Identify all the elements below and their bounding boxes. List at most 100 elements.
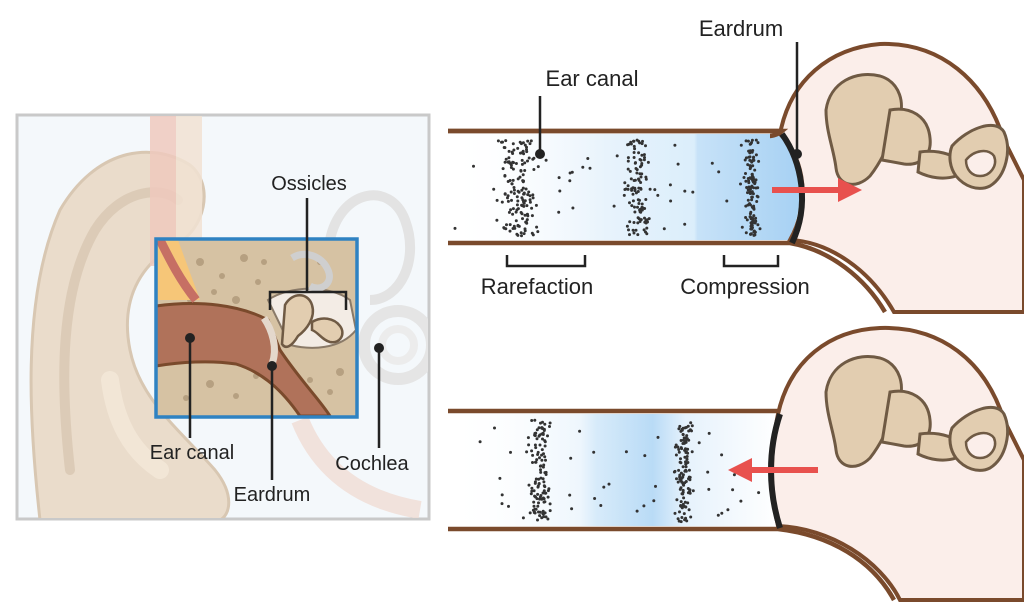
air-particle: [628, 201, 631, 205]
air-particle: [535, 437, 539, 441]
air-particle: [511, 212, 515, 216]
air-particle: [520, 234, 523, 238]
air-particle: [507, 156, 511, 160]
bottom-air-particles: [478, 418, 761, 524]
air-particle: [636, 216, 640, 220]
air-particle: [599, 504, 603, 507]
top-arrow-right-icon: [772, 178, 862, 202]
label-inset-ear-canal: Ear canal: [150, 442, 235, 464]
inset-ossicles: [280, 294, 315, 348]
air-particle: [557, 176, 561, 180]
air-particle: [507, 504, 510, 508]
air-particle: [536, 165, 540, 169]
air-particle: [592, 450, 596, 454]
air-particle: [536, 453, 540, 456]
air-particle: [690, 424, 694, 428]
air-particle: [684, 505, 688, 509]
air-particle: [546, 489, 550, 493]
air-particle: [633, 205, 636, 209]
bottom-arrow-left-icon: [728, 458, 818, 482]
air-particle: [521, 217, 524, 221]
air-particle: [500, 502, 504, 506]
air-particle: [517, 190, 521, 194]
air-particle: [751, 164, 755, 168]
air-particle: [519, 231, 523, 235]
air-particle: [686, 424, 690, 428]
air-particle: [644, 175, 648, 179]
ear-anatomy-inset: Ossicles Ear canal Eardrum Cochlea: [15, 113, 431, 521]
air-particle: [640, 153, 644, 157]
air-particle: [612, 204, 616, 208]
air-particle: [745, 186, 749, 189]
bottom-canal-air: [448, 414, 778, 526]
air-particle: [645, 226, 649, 230]
air-particle: [687, 468, 691, 472]
air-particle: [540, 453, 544, 457]
air-particle: [506, 199, 510, 203]
air-particle: [680, 492, 684, 496]
air-particle: [642, 153, 646, 157]
air-particle: [522, 204, 526, 208]
air-particle: [543, 422, 547, 426]
air-particle: [632, 139, 635, 143]
air-particle: [632, 179, 636, 182]
air-particle: [510, 198, 513, 202]
air-particle: [639, 181, 643, 184]
air-particle: [752, 156, 755, 160]
air-particle: [749, 142, 753, 146]
air-particle: [632, 151, 636, 154]
air-particle: [750, 195, 754, 199]
air-particle: [515, 195, 519, 199]
compression-bracket: [722, 255, 780, 268]
air-particle: [542, 463, 546, 467]
air-particle: [676, 480, 680, 484]
air-particle: [691, 489, 695, 493]
air-particle: [679, 504, 683, 507]
air-particle: [557, 210, 561, 214]
air-particle: [527, 443, 531, 447]
air-particle: [538, 464, 542, 468]
air-particle: [668, 183, 672, 187]
air-particle: [677, 448, 681, 451]
air-particle: [648, 187, 652, 191]
air-particle: [535, 458, 539, 462]
air-particle: [516, 223, 520, 227]
air-particle: [515, 203, 519, 207]
air-particle: [688, 478, 692, 482]
air-particle: [642, 504, 646, 508]
air-particle: [520, 188, 524, 192]
air-particle: [514, 162, 518, 165]
air-particle: [687, 429, 691, 433]
air-particle: [679, 471, 683, 475]
air-particle: [756, 141, 760, 145]
air-particle: [716, 513, 720, 517]
air-particle: [756, 223, 760, 227]
air-particle: [639, 187, 643, 191]
air-particle: [684, 516, 688, 520]
air-particle: [544, 158, 548, 162]
air-particle: [636, 198, 640, 202]
air-particle: [742, 176, 746, 179]
air-particle: [508, 229, 512, 233]
air-particle: [509, 166, 513, 169]
air-particle: [632, 156, 636, 159]
air-particle: [503, 192, 507, 196]
air-particle: [531, 196, 535, 200]
air-particle: [511, 152, 515, 155]
air-particle: [524, 187, 528, 191]
air-particle: [538, 456, 541, 460]
air-particle: [540, 448, 544, 452]
air-particle: [626, 187, 630, 191]
air-particle: [523, 143, 527, 147]
air-particle: [508, 223, 512, 227]
air-particle: [528, 142, 532, 146]
air-particle: [707, 431, 711, 435]
air-particle: [472, 164, 475, 168]
air-particle: [675, 498, 679, 502]
air-particle: [626, 143, 630, 147]
air-particle: [568, 171, 572, 175]
air-particle: [731, 488, 735, 492]
air-particle: [528, 194, 532, 198]
air-particle: [536, 492, 540, 496]
